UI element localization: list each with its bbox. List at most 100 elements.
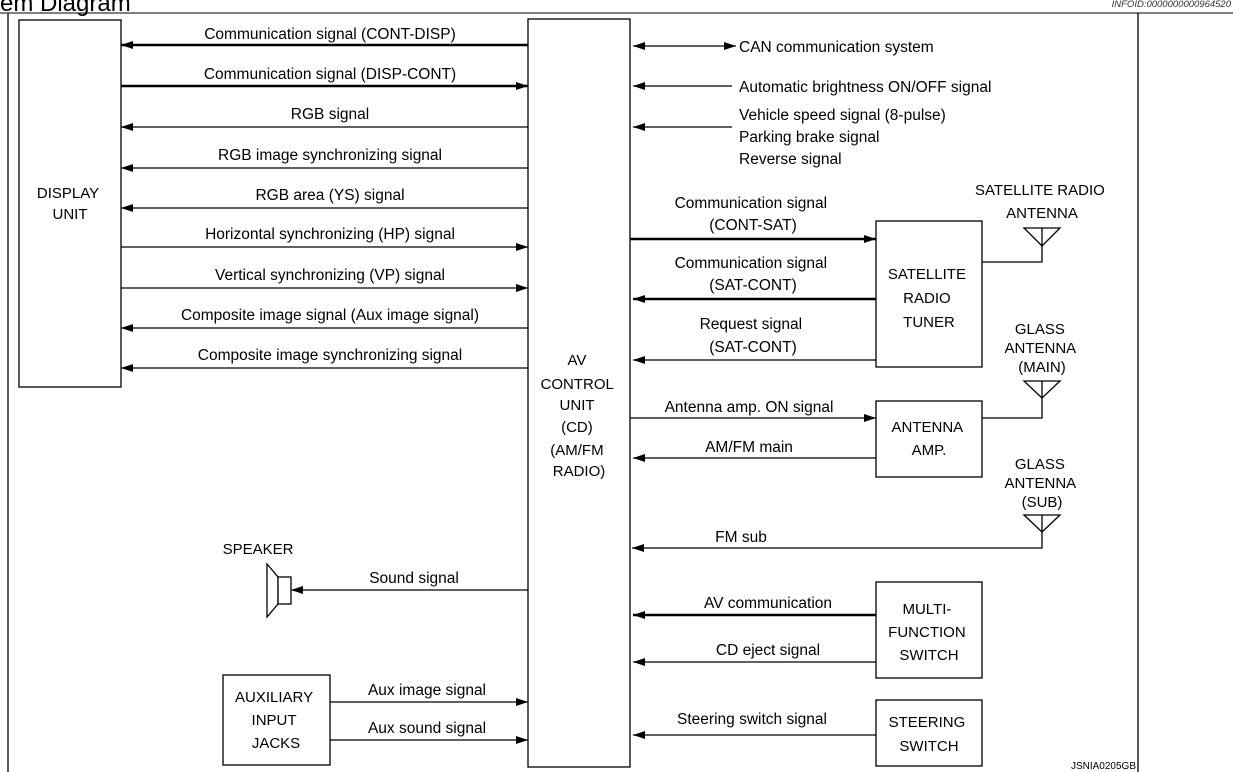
signal-label: RGB image synchronizing signal — [218, 147, 442, 164]
antenna-amp-label-2: AMP. — [912, 442, 947, 459]
speaker-magnet-icon — [277, 576, 292, 605]
signal-av-communication: AV communication — [633, 595, 876, 619]
svg-text:Request signal (SAT-CONT: Request signal (SAT-CONT) — [700, 316, 807, 356]
signal-composite-aux: Composite image signal (Aux image signal… — [121, 307, 528, 332]
glass-main-label-3: (MAIN) — [1018, 359, 1066, 376]
svg-text:GLASS ANTENNA (SUB: GLASS ANTENNA (SUB) — [1004, 456, 1079, 511]
signal-label: Communication signal (DISP-CONT) — [204, 66, 456, 83]
signal-label: Communication signal — [675, 195, 828, 212]
signal-hp: Horizontal synchronizing (HP) signal — [121, 226, 528, 251]
signal-sat-cont: Communication signal (SAT-CONT) — [633, 255, 876, 303]
aux-jacks-label-2: INPUT — [252, 712, 297, 729]
svg-text:Vehicle speed signal (8-pulse): Vehicle speed signal (8-pulse) Parking b… — [739, 107, 950, 168]
signal-label: Composite image synchronizing signal — [198, 347, 463, 364]
signal-label: Composite image signal (Aux image signal… — [181, 307, 479, 324]
av-unit-label-4: (CD) — [561, 419, 593, 436]
signal-label: Automatic brightness ON/OFF signal — [739, 79, 991, 96]
signal-label: AM/FM main — [705, 439, 793, 456]
signal-label: RGB signal — [291, 106, 369, 123]
svg-text:AUXILIARY INPUT JA: AUXILIARY INPUT JACKS — [235, 689, 317, 752]
svg-text:AV CONTROL UNIT: AV CONTROL UNIT (CD) (AM/FM RADIO) — [541, 352, 618, 480]
glass-sub-label-1: GLASS — [1015, 456, 1065, 473]
sat-tuner-label-2: RADIO — [903, 290, 951, 307]
av-unit-label-5: (AM/FM — [550, 442, 603, 459]
fm-sub-line — [632, 532, 1043, 552]
glass-sub-label-3: (SUB) — [1022, 494, 1063, 511]
svg-text:GLASS ANTENNA (MAI: GLASS ANTENNA (MAIN) — [1004, 321, 1079, 376]
signal-label: Sound signal — [369, 570, 459, 587]
signal-rgb: RGB signal — [121, 106, 528, 131]
steering-switch-block: STEERING SWITCH — [875, 699, 983, 767]
signal-composite-sync: Composite image synchronizing signal — [121, 347, 528, 372]
sat-antenna-label-1: SATELLITE RADIO — [975, 182, 1105, 199]
signal-auto-brightness: Automatic brightness ON/OFF signal — [633, 79, 991, 96]
signal-cont-disp: Communication signal (CONT-DISP) — [121, 26, 528, 49]
signal-request-sat-cont: Request signal (SAT-CONT) — [633, 316, 876, 364]
signal-rgb-area: RGB area (YS) signal — [121, 187, 528, 212]
signal-label: (SAT-CONT) — [709, 339, 797, 356]
signal-label: CD eject signal — [716, 642, 820, 659]
signal-sound: Sound signal — [291, 570, 528, 594]
signal-label: Request signal — [700, 316, 803, 333]
satellite-radio-antenna: SATELLITE RADIO ANTENNA — [975, 182, 1105, 263]
signal-label: Horizontal synchronizing (HP) signal — [205, 226, 455, 243]
glass-antenna-main: GLASS ANTENNA (MAIN) — [982, 321, 1079, 419]
speaker-label: SPEAKER — [223, 541, 294, 558]
antenna-amp-block: ANTENNA AMP. — [875, 400, 983, 478]
signal-label: Reverse signal — [739, 151, 842, 168]
svg-text:MULTI- FUNCTION SW: MULTI- FUNCTION SWITCH — [888, 601, 970, 664]
av-control-unit-block: AV CONTROL UNIT (CD) (AM/FM RADIO) — [527, 18, 631, 768]
aux-jacks-label-3: JACKS — [252, 735, 300, 752]
av-unit-label-2: CONTROL — [541, 376, 614, 393]
page-title: em Diagram — [0, 0, 131, 17]
signal-label: Vehicle speed signal (8-pulse) — [739, 107, 946, 124]
av-unit-label-1: AV — [567, 352, 586, 369]
glass-antenna-sub: GLASS ANTENNA (SUB) — [632, 456, 1079, 552]
info-id: INFOID:0000000000964520 — [1112, 0, 1232, 10]
sat-antenna-label-2: ANTENNA — [1006, 205, 1078, 222]
signal-can: CAN communication system — [633, 39, 934, 56]
signal-rgb-sync: RGB image synchronizing signal — [121, 147, 528, 172]
fm-sub-label: FM sub — [715, 529, 767, 546]
display-unit-label-2: UNIT — [53, 206, 88, 223]
multi-function-switch-block: MULTI- FUNCTION SWITCH — [875, 581, 983, 679]
signal-cd-eject: CD eject signal — [633, 642, 876, 666]
antenna-amp-label-1: ANTENNA — [891, 419, 963, 436]
signal-label: Parking brake signal — [739, 129, 879, 146]
signal-label: Communication signal (CONT-DISP) — [204, 26, 456, 43]
satellite-radio-tuner-block: SATELLITE RADIO TUNER — [875, 220, 983, 368]
signal-label: Communication signal — [675, 255, 828, 272]
signal-cont-sat: Communication signal (CONT-SAT) — [630, 195, 876, 243]
speaker-block: SPEAKER — [223, 541, 294, 619]
steering-label-1: STEERING — [889, 714, 966, 731]
svg-text:STEERING SWITCH: STEERING SWITCH — [889, 714, 970, 755]
sat-antenna-wire — [982, 246, 1043, 263]
signal-label: Aux image signal — [368, 682, 486, 699]
glass-sub-label-2: ANTENNA — [1004, 475, 1076, 492]
signal-aux-sound: Aux sound signal — [330, 720, 528, 744]
svg-text:DISPLAY UNIT: DISPLAY UNIT — [37, 185, 103, 223]
signal-vehicle-inputs: Vehicle speed signal (8-pulse) Parking b… — [633, 107, 950, 168]
signal-disp-cont: Communication signal (DISP-CONT) — [121, 66, 528, 90]
diagram-code: JSNIA0205GB — [1071, 761, 1136, 772]
signal-label: (CONT-SAT) — [709, 217, 797, 234]
signal-label: Vertical synchronizing (VP) signal — [215, 267, 445, 284]
sat-tuner-label-1: SATELLITE — [888, 266, 966, 283]
signal-label: Antenna amp. ON signal — [665, 399, 834, 416]
signal-antenna-amp-on: Antenna amp. ON signal — [630, 399, 876, 422]
auxiliary-input-jacks-block: AUXILIARY INPUT JACKS — [222, 674, 331, 766]
svg-text:Communication signal (CO: Communication signal (CONT-SAT) — [675, 195, 832, 234]
display-unit-block: DISPLAY UNIT — [18, 19, 122, 388]
svg-text:SATELLITE RADIO TU: SATELLITE RADIO TUNER — [888, 266, 970, 331]
signal-label: CAN communication system — [739, 39, 934, 56]
signal-label: (SAT-CONT) — [709, 277, 797, 294]
signal-aux-image: Aux image signal — [330, 682, 528, 706]
signal-am-fm-main: AM/FM main — [633, 439, 876, 462]
speaker-icon — [266, 562, 279, 619]
glass-main-label-1: GLASS — [1015, 321, 1065, 338]
display-unit-label-1: DISPLAY — [37, 185, 99, 202]
mfs-label-1: MULTI- — [902, 601, 951, 618]
signal-label: Steering switch signal — [677, 711, 827, 728]
glass-main-wire — [982, 398, 1043, 419]
